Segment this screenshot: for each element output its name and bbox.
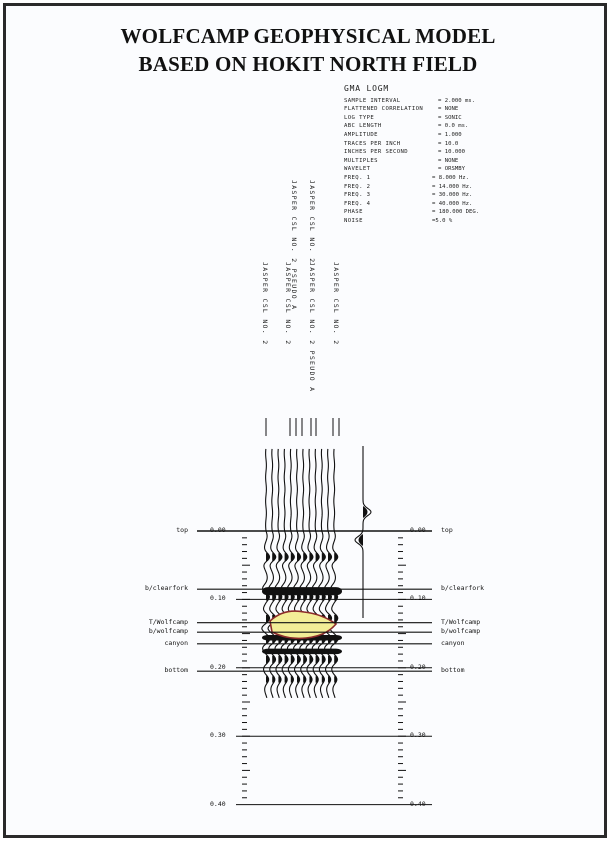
well-label: JASPER CSL NO. 2 [308, 180, 316, 264]
parameter-value: = 8.000 Hz. [432, 174, 470, 181]
parameter-name: FREQ. 3 [344, 192, 371, 199]
well-label: JASPER CSL NO. 2 [261, 262, 269, 346]
time-tick-label-right: 0.30 [410, 731, 426, 740]
horizon-label-left: b/wolfcamp [148, 627, 188, 636]
horizon-label-right: T/Wolfcamp [441, 617, 481, 626]
reflector-band [262, 587, 342, 596]
parameter-value: = 180.000 DEG. [432, 209, 480, 216]
parameter-value: =5.0 % [432, 217, 453, 224]
parameter-name: SAMPLE INTERVAL [344, 97, 401, 104]
horizon-label-left: bottom [164, 666, 188, 675]
parameter-name: MULTIPLES [344, 157, 378, 164]
horizon-label-left: top [176, 526, 188, 534]
wavelet-lobe [358, 534, 363, 546]
parameter-row: WAVELET = ORSMBY [344, 165, 465, 174]
parameter-row: FREQ. 2 = 14.000 Hz. [344, 183, 472, 192]
parameter-value: = NONE [438, 106, 459, 113]
horizon-label-right: canyon [441, 638, 465, 647]
page-frame [3, 3, 607, 838]
time-tick-label-left: 0.10 [210, 594, 226, 603]
parameter-name: FREQ. 4 [344, 200, 371, 207]
horizon-label-left: T/Wolfcamp [148, 617, 188, 626]
parameter-value: = 14.000 Hz. [432, 183, 473, 190]
time-tick-label-left: 0.30 [210, 731, 226, 740]
parameter-row: ABC LENGTH = 0.0 ms. [344, 122, 468, 131]
well-label: JASPER CSL NO. 2 [332, 262, 340, 346]
parameter-value: = 10.000 [438, 149, 465, 156]
parameter-value: = 2.000 ms. [438, 97, 476, 104]
well-label: JASPER CSL NO. 2 PSEUDO A [308, 262, 316, 393]
parameter-name: WAVELET [344, 166, 371, 173]
parameter-row: FLATTENED CORRELATION = NONE [344, 105, 458, 114]
horizon-label-right: top [441, 526, 453, 534]
title-line-2: BASED ON HOKIT NORTH FIELD [138, 52, 478, 76]
parameter-name: FREQ. 1 [344, 174, 371, 181]
parameter-value: = 0.0 ms. [438, 123, 469, 130]
horizon-label-left: canyon [164, 638, 188, 647]
parameter-name: INCHES PER SECOND [344, 149, 409, 156]
model-parameters: GMA LOGM SAMPLE INTERVAL= 2.000 ms.FLATT… [344, 84, 479, 226]
parameter-name: TRACES PER INCH [344, 140, 401, 147]
parameter-value: = 30.000 Hz. [432, 192, 473, 199]
parameter-value: = 10.0 [438, 140, 459, 147]
time-tick-label-right: 0.20 [410, 662, 426, 671]
parameter-name: LOG TYPE [344, 114, 375, 121]
time-tick-label-left: 0.20 [210, 662, 226, 671]
parameter-value: = ORSMBY [438, 166, 465, 173]
horizon-label-right: b/clearfork [441, 584, 485, 593]
time-tick-label-right: 0.10 [410, 594, 426, 603]
parameter-row: INCHES PER SECOND = 10.000 [344, 148, 465, 157]
parameter-row: FREQ. 4 = 40.000 Hz. [344, 200, 472, 209]
parameter-row: MULTIPLES = NONE [344, 157, 458, 166]
parameter-name: NOISE [344, 217, 363, 224]
parameter-row: LOG TYPE = SONIC [344, 114, 462, 123]
wavelet-lobe [363, 506, 368, 518]
parameter-name: FREQ. 2 [344, 183, 371, 190]
time-tick-label-left: 0.00 [210, 526, 226, 534]
horizon-label-right: b/wolfcamp [441, 627, 481, 636]
parameter-value: = NONE [438, 157, 459, 164]
time-tick-label-right: 0.40 [410, 799, 426, 808]
horizon-label-right: bottom [441, 666, 465, 675]
parameter-name: AMPLITUDE [344, 131, 378, 138]
parameter-row: AMPLITUDE = 1.000 [344, 131, 462, 140]
horizon-label-left: b/clearfork [144, 584, 188, 593]
parameter-value: = SONIC [438, 114, 462, 121]
parameter-row: SAMPLE INTERVAL = 2.000 ms. [344, 97, 475, 106]
parameter-name: PHASE [344, 209, 363, 216]
reflector-band [262, 648, 342, 655]
parameter-row: PHASE = 180.000 DEG. [344, 208, 479, 217]
parameter-row: FREQ. 3 = 30.000 Hz. [344, 191, 472, 200]
parameter-value: = 40.000 Hz. [432, 200, 473, 207]
time-tick-label-right: 0.00 [410, 526, 426, 534]
parameter-row: NOISE =5.0 % [344, 217, 452, 226]
parameter-name: ABC LENGTH [344, 123, 382, 130]
parameter-name: FLATTENED CORRELATION [344, 106, 424, 113]
time-tick-label-left: 0.40 [210, 799, 226, 808]
anomaly-lens [269, 610, 338, 640]
wavelet-trace [354, 446, 372, 618]
well-label: JASPER CSL NO. 2 PSEUDO A [290, 180, 298, 311]
parameters-header: GMA LOGM [344, 84, 389, 93]
title-line-1: WOLFCAMP GEOPHYSICAL MODEL [120, 24, 496, 48]
well-label: JASPER CSL NO. 2 [284, 262, 292, 346]
parameter-value: = 1.000 [438, 131, 462, 138]
parameter-row: TRACES PER INCH = 10.0 [344, 140, 458, 149]
parameter-row: FREQ. 1 = 8.000 Hz. [344, 174, 469, 183]
